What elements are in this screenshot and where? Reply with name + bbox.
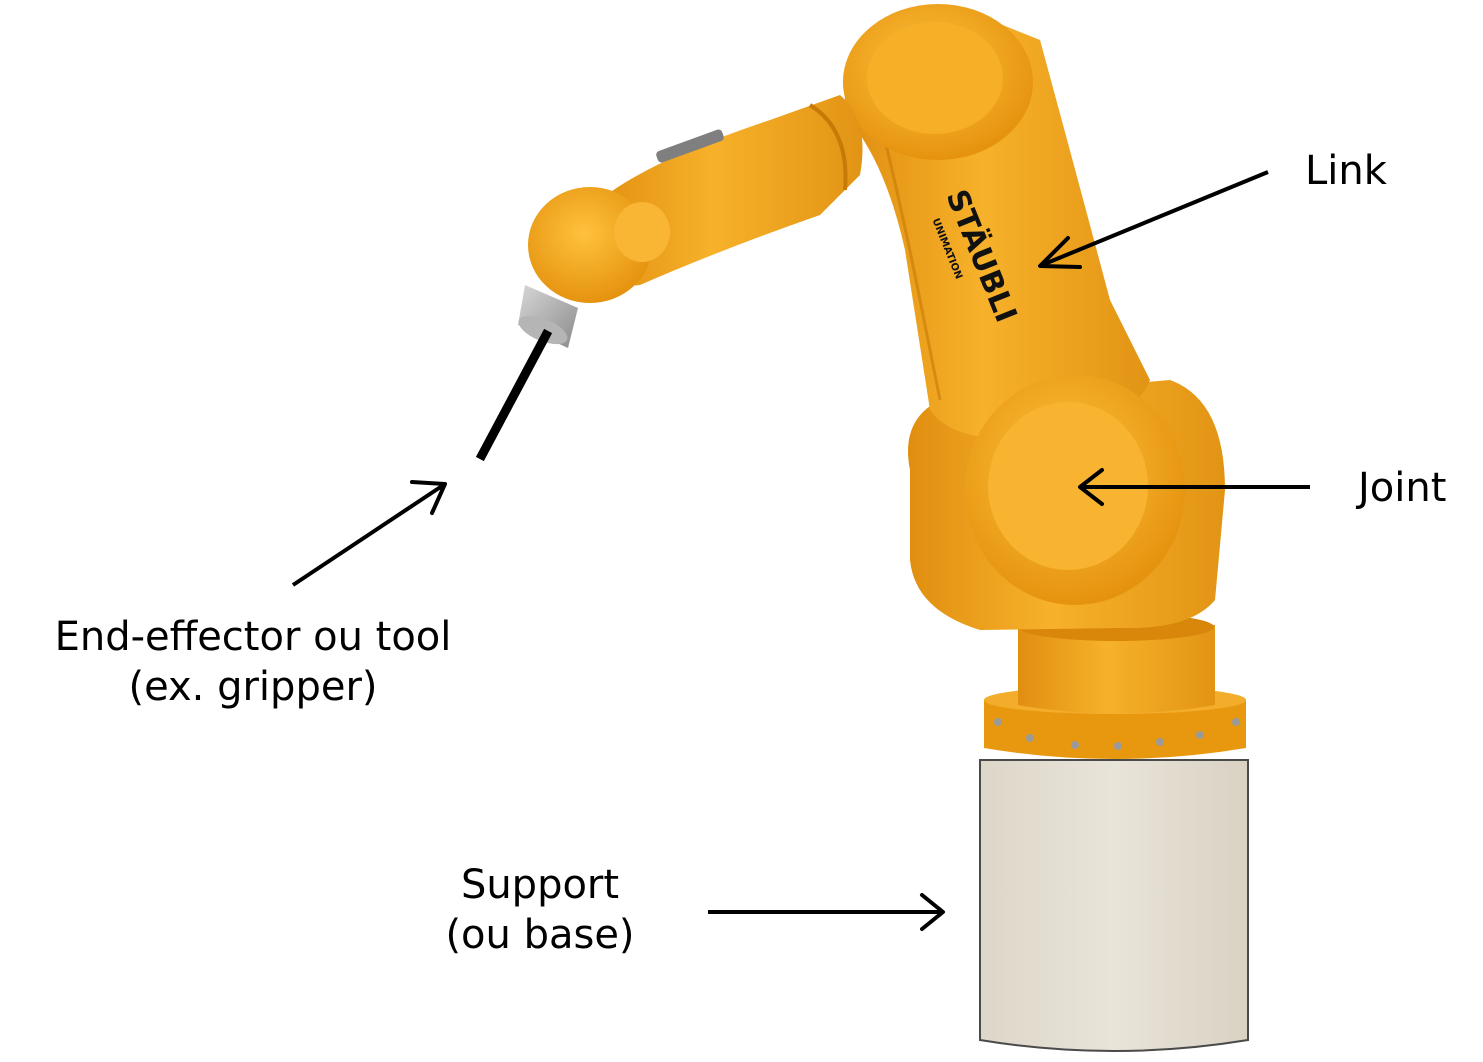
elbow-joint [843, 4, 1033, 160]
shoulder-joint [965, 375, 1185, 605]
arrow-link [1038, 170, 1269, 269]
wrist-joint [528, 187, 670, 303]
arrow-end-effector [291, 480, 447, 587]
label-end-effector-line2: (ex. gripper) [128, 664, 378, 710]
label-link: Link [1305, 148, 1387, 194]
label-support-line1: Support [460, 862, 620, 908]
support-base [979, 759, 1249, 1052]
label-end-effector-line1: End-effector ou tool [54, 614, 452, 660]
label-support-line2: (ou base) [445, 912, 635, 958]
label-end-effector: End-effector ou tool (ex. gripper) [8, 612, 498, 712]
tool-flange [518, 285, 578, 348]
arrow-support [708, 893, 945, 931]
arrow-joint [1078, 468, 1310, 506]
end-effector-tool [475, 328, 553, 462]
label-joint: Joint [1358, 465, 1447, 511]
label-support: Support (ou base) [410, 860, 670, 960]
